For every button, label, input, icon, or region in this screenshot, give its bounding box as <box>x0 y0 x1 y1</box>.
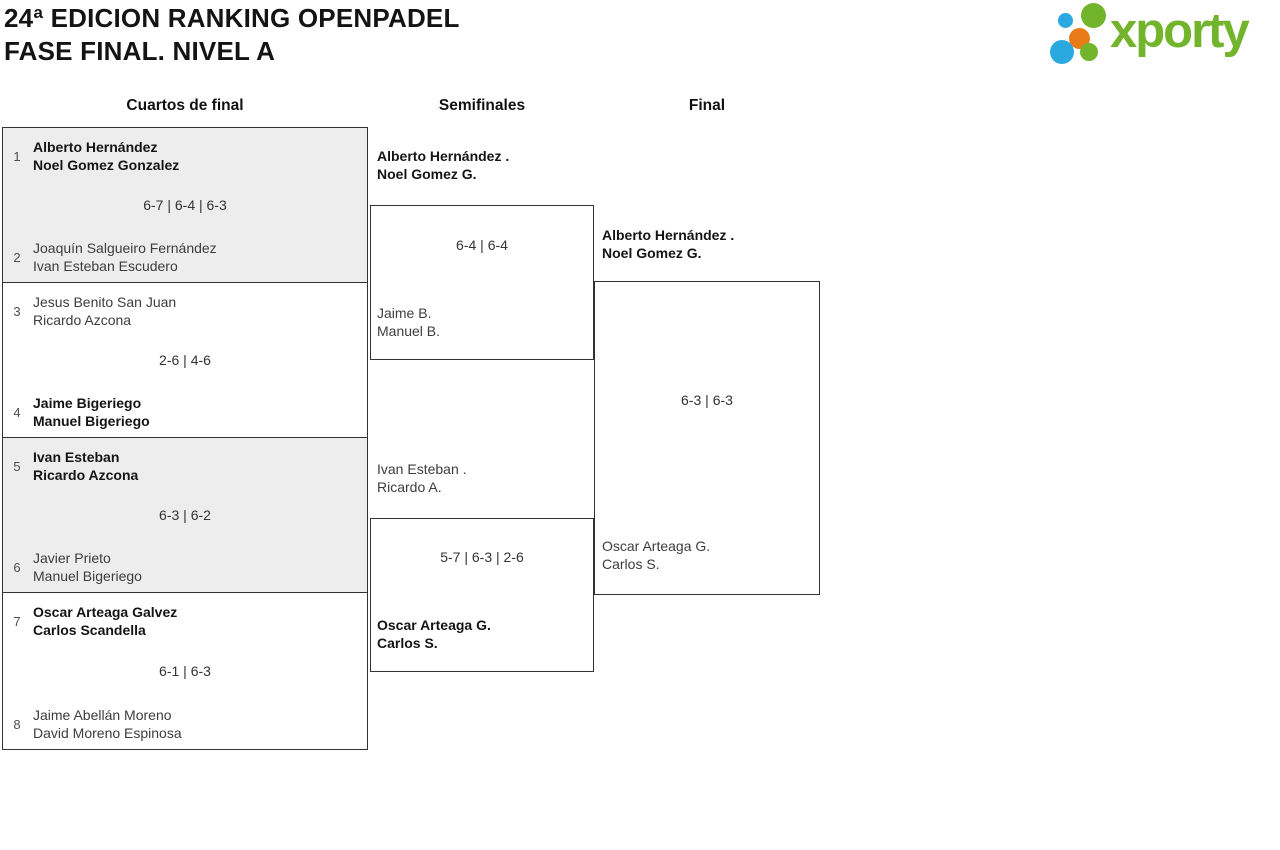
player-name: Oscar Arteaga Galvez <box>33 604 178 620</box>
round-header-semifinals: Semifinales <box>438 97 526 114</box>
semifinal-match-1-box <box>370 205 594 360</box>
quarterfinal-match-1: 1 Alberto Hernández Noel Gomez Gonzalez … <box>2 127 368 283</box>
team-row: 2 Joaquín Salgueiro Fernández Ivan Esteb… <box>10 239 217 275</box>
team-names: Javier Prieto Manuel Bigeriego <box>33 549 142 585</box>
seed-number: 3 <box>13 303 21 319</box>
match-score: 6-1 | 6-3 <box>159 663 211 679</box>
seed-number: 4 <box>13 404 21 420</box>
player-name: Ivan Esteban . <box>377 461 467 477</box>
player-name: Manuel Bigeriego <box>33 568 142 584</box>
seed-number: 2 <box>13 249 21 265</box>
team-names: Jesus Benito San Juan Ricardo Azcona <box>33 293 176 329</box>
team-row: 6 Javier Prieto Manuel Bigeriego <box>10 549 142 585</box>
team-names: Alberto Hernández Noel Gomez Gonzalez <box>33 138 179 174</box>
player-name: Ricardo Azcona <box>33 467 139 483</box>
player-name: Carlos Scandella <box>33 622 146 638</box>
semifinal-match-2-box <box>370 518 594 672</box>
player-name: Jaime Abellán Moreno <box>33 707 172 723</box>
player-name: Manuel B. <box>377 323 441 339</box>
semifinal-2-team-bottom: Oscar Arteaga G. Carlos S. <box>377 616 491 652</box>
quarterfinal-match-2: 3 Jesus Benito San Juan Ricardo Azcona 2… <box>2 282 368 438</box>
team-names: Jaime Bigeriego Manuel Bigeriego <box>33 394 150 430</box>
player-name: Alberto Hernández <box>33 139 158 155</box>
player-name: Noel Gomez Gonzalez <box>33 157 180 173</box>
round-header-final: Final <box>688 97 726 114</box>
player-name: Oscar Arteaga G. <box>602 538 711 554</box>
team-row: 5 Ivan Esteban Ricardo Azcona <box>10 448 138 484</box>
xporty-logo[interactable]: xporty <box>1048 0 1280 72</box>
final-team-top: Alberto Hernández . Noel Gomez G. <box>602 226 734 262</box>
logo-dot-blue-small-icon <box>1058 13 1073 28</box>
semifinal-1-team-top: Alberto Hernández . Noel Gomez G. <box>377 147 509 183</box>
team-names: Ivan Esteban Ricardo Azcona <box>33 448 138 484</box>
round-header-quarterfinals: Cuartos de final <box>126 97 244 114</box>
player-name: Jaime Bigeriego <box>33 395 142 411</box>
player-name: Ricardo Azcona <box>33 312 132 328</box>
player-name: Carlos S. <box>602 556 660 572</box>
title-line-1: 24ª EDICION RANKING OPENPADEL <box>4 3 460 33</box>
player-name: Joaquín Salgueiro Fernández <box>33 240 217 256</box>
player-name: David Moreno Espinosa <box>33 725 182 741</box>
team-names: Joaquín Salgueiro Fernández Ivan Esteban… <box>33 239 217 275</box>
player-name: Noel Gomez G. <box>377 166 477 182</box>
player-name: Jaime B. <box>377 305 432 321</box>
semifinal-2-team-top: Ivan Esteban . Ricardo A. <box>377 460 467 496</box>
page-title: 24ª EDICION RANKING OPENPADEL FASE FINAL… <box>4 2 460 68</box>
title-line-2: FASE FINAL. NIVEL A <box>4 36 276 66</box>
seed-number: 6 <box>13 559 21 575</box>
team-names: Jaime Abellán Moreno David Moreno Espino… <box>33 706 182 742</box>
semifinal-1-team-bottom: Jaime B. Manuel B. <box>377 304 440 340</box>
team-row: 3 Jesus Benito San Juan Ricardo Azcona <box>10 293 176 329</box>
seed-number: 5 <box>13 458 21 474</box>
final-team-bottom: Oscar Arteaga G. Carlos S. <box>602 537 710 573</box>
player-name: Carlos S. <box>377 635 438 651</box>
seed-number: 8 <box>13 716 21 732</box>
player-name: Ivan Esteban <box>33 449 120 465</box>
logo-dot-blue-large-icon <box>1050 40 1074 64</box>
player-name: Oscar Arteaga G. <box>377 617 491 633</box>
semifinal-2-score: 5-7 | 6-3 | 2-6 <box>440 549 524 565</box>
team-names: Oscar Arteaga Galvez Carlos Scandella <box>33 603 177 639</box>
quarterfinal-match-4: 7 Oscar Arteaga Galvez Carlos Scandella … <box>2 592 368 750</box>
final-score: 6-3 | 6-3 <box>681 392 733 408</box>
player-name: Alberto Hernández . <box>377 148 510 164</box>
player-name: Ricardo A. <box>377 479 442 495</box>
player-name: Noel Gomez G. <box>602 245 702 261</box>
player-name: Manuel Bigeriego <box>33 413 150 429</box>
seed-number: 1 <box>13 148 21 164</box>
match-score: 6-7 | 6-4 | 6-3 <box>143 197 227 213</box>
player-name: Ivan Esteban Escudero <box>33 258 178 274</box>
player-name: Javier Prieto <box>33 550 111 566</box>
seed-number: 7 <box>13 613 21 629</box>
team-row: 4 Jaime Bigeriego Manuel Bigeriego <box>10 394 150 430</box>
player-name: Alberto Hernández . <box>602 227 735 243</box>
final-match-box <box>594 281 820 595</box>
team-row: 7 Oscar Arteaga Galvez Carlos Scandella <box>10 603 177 639</box>
logo-dot-green-large-icon <box>1081 3 1106 28</box>
semifinal-1-score: 6-4 | 6-4 <box>456 237 508 253</box>
logo-dot-green-small-icon <box>1080 43 1098 61</box>
team-row: 8 Jaime Abellán Moreno David Moreno Espi… <box>10 706 182 742</box>
player-name: Jesus Benito San Juan <box>33 294 177 310</box>
quarterfinal-match-3: 5 Ivan Esteban Ricardo Azcona 6-3 | 6-2 … <box>2 437 368 593</box>
match-score: 2-6 | 4-6 <box>159 352 211 368</box>
match-score: 6-3 | 6-2 <box>159 507 211 523</box>
logo-wordmark: xporty <box>1110 4 1250 58</box>
team-row: 1 Alberto Hernández Noel Gomez Gonzalez <box>10 138 179 174</box>
